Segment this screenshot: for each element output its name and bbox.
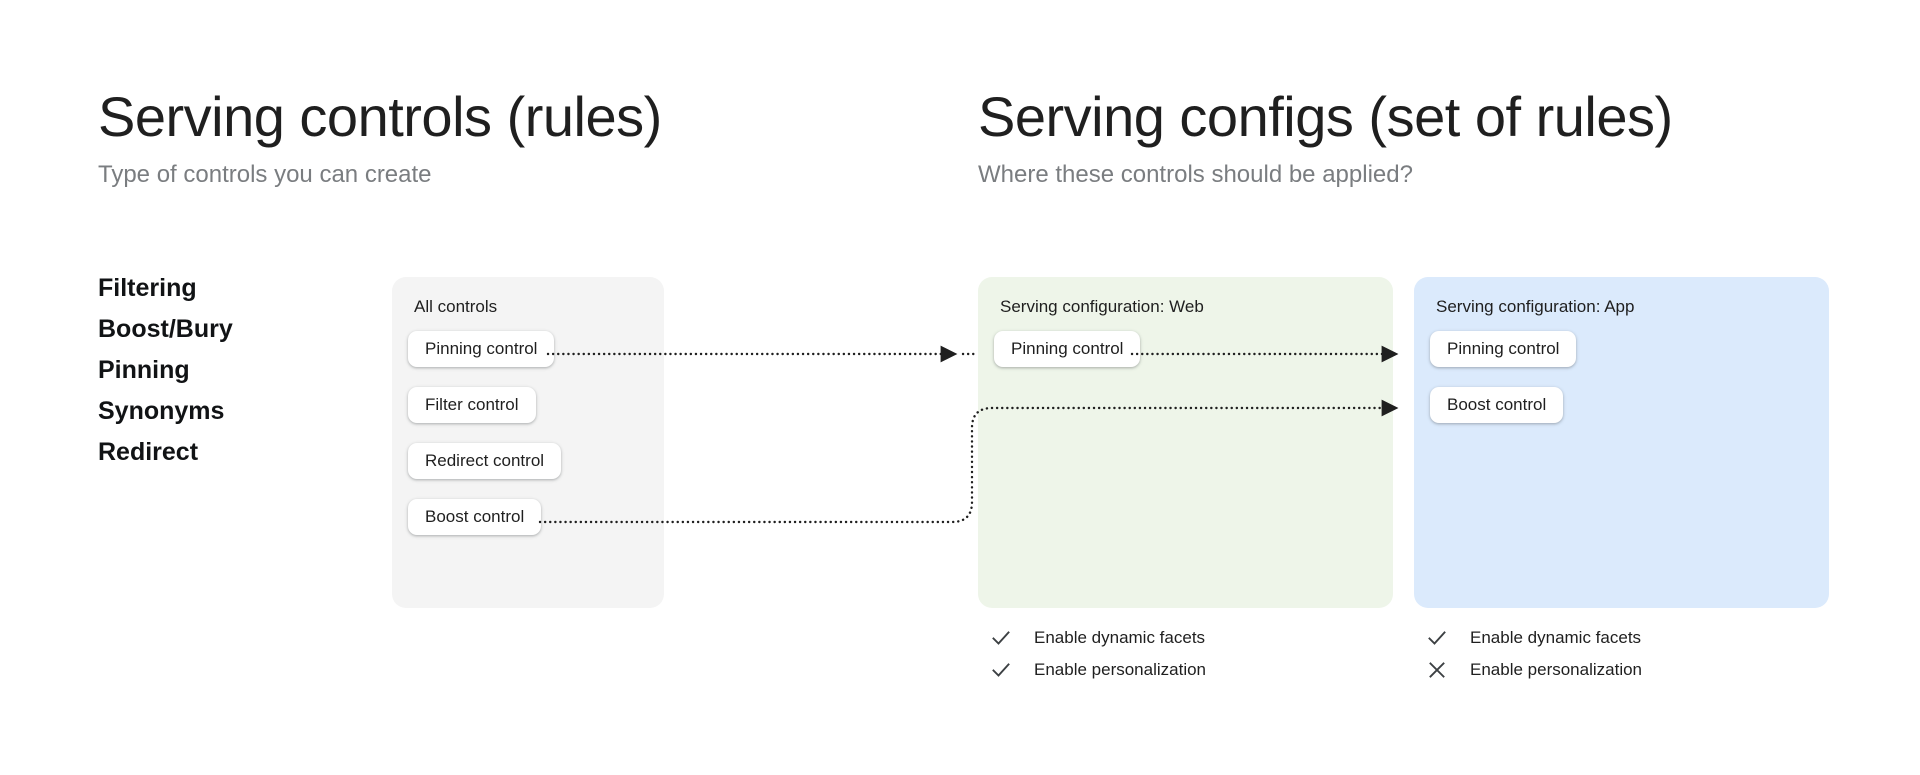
check-icon: [988, 625, 1014, 651]
setting-label-web-dynamic-facets: Enable dynamic facets: [1034, 628, 1206, 647]
list-item-boost-bury: Boost/Bury: [98, 315, 233, 343]
settings-serving-config-web: Enable dynamic facets Enable personaliza…: [988, 622, 1206, 686]
list-item-synonyms: Synonyms: [98, 397, 225, 425]
list-item-filtering: Filtering: [98, 274, 197, 302]
control-type-list: Filtering Boost/Bury Pinning Synonyms Re…: [98, 268, 233, 473]
chip-all-boost-control[interactable]: Boost control: [408, 499, 542, 535]
list-item-redirect: Redirect: [98, 438, 199, 466]
left-column-header: Serving controls (rules) Type of control…: [98, 85, 662, 189]
page-title-serving-controls: Serving controls (rules): [98, 85, 662, 148]
chip-web-pinning-control[interactable]: Pinning control: [994, 331, 1141, 367]
setting-row-web-dynamic-facets: Enable dynamic facets: [988, 622, 1206, 654]
list-item-pinning: Pinning: [98, 356, 190, 384]
chip-all-redirect-control[interactable]: Redirect control: [408, 443, 562, 479]
check-icon: [988, 657, 1014, 683]
setting-row-app-personalization: Enable personalization: [1424, 654, 1642, 686]
settings-serving-config-app: Enable dynamic facets Enable personaliza…: [1424, 622, 1642, 686]
panel-all-controls-label: All controls: [414, 297, 498, 316]
setting-row-app-dynamic-facets: Enable dynamic facets: [1424, 622, 1642, 654]
chip-app-pinning-control[interactable]: Pinning control: [1430, 331, 1577, 367]
right-column-subtitle: Where these controls should be applied?: [978, 160, 1413, 188]
page-title-serving-configs: Serving configs (set of rules): [978, 85, 1673, 148]
setting-label-app-personalization: Enable personalization: [1470, 660, 1643, 679]
right-column-header: Serving configs (set of rules) Where the…: [978, 85, 1673, 189]
panel-serving-config-web-label: Serving configuration: Web: [1000, 297, 1204, 316]
chip-all-pinning-control[interactable]: Pinning control: [408, 331, 555, 367]
panel-all-controls: All controls Pinning control Filter cont…: [392, 277, 664, 608]
panel-serving-config-web: Serving configuration: Web Pinning contr…: [978, 277, 1393, 608]
chip-all-filter-control[interactable]: Filter control: [408, 387, 536, 423]
chip-app-boost-control[interactable]: Boost control: [1430, 387, 1564, 423]
setting-label-app-dynamic-facets: Enable dynamic facets: [1470, 628, 1642, 647]
setting-row-web-personalization: Enable personalization: [988, 654, 1206, 686]
setting-label-web-personalization: Enable personalization: [1034, 660, 1207, 679]
panel-serving-config-app: Serving configuration: App Pinning contr…: [1414, 277, 1829, 608]
close-icon: [1424, 657, 1450, 683]
check-icon: [1424, 625, 1450, 651]
panel-serving-config-app-label: Serving configuration: App: [1436, 297, 1635, 316]
left-column-subtitle: Type of controls you can create: [98, 160, 432, 188]
